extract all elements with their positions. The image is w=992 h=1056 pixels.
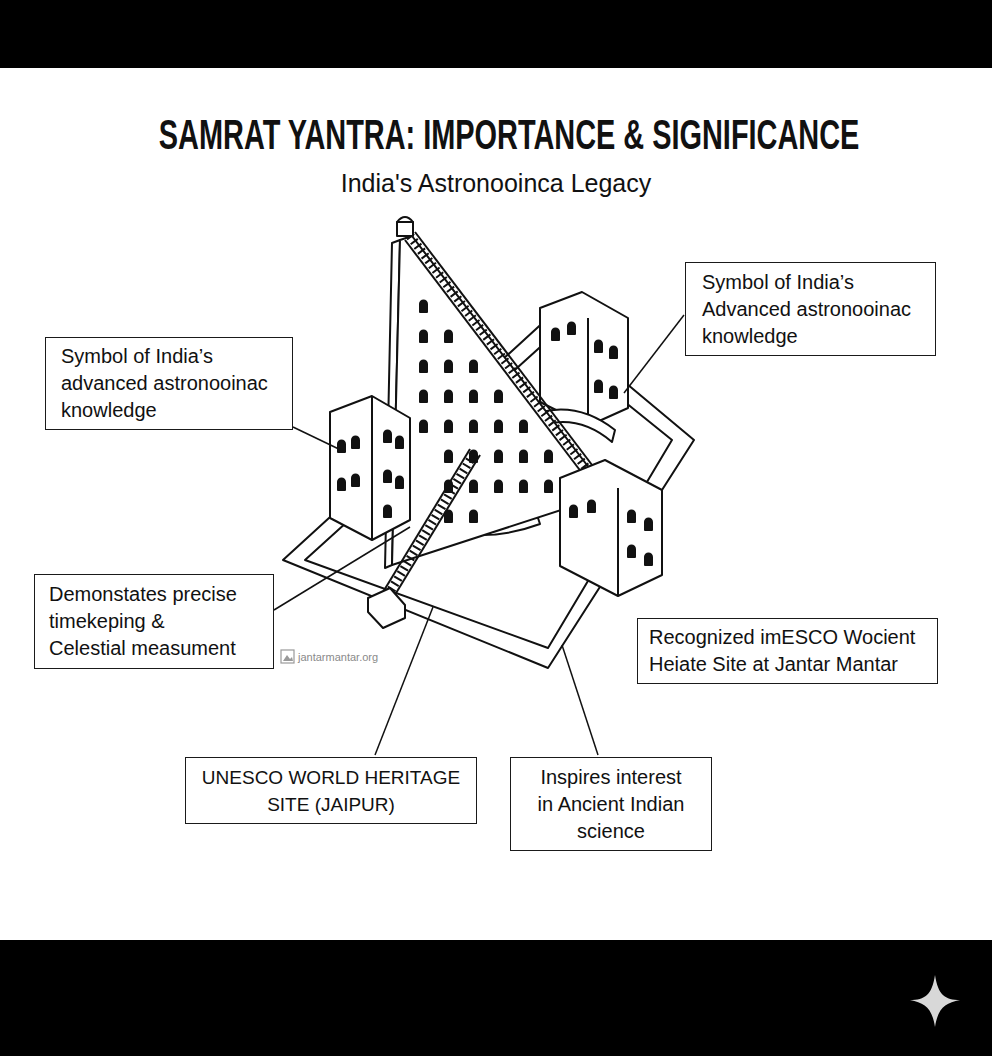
leader-line xyxy=(293,427,345,452)
leader-line xyxy=(562,645,598,755)
block-edge xyxy=(587,318,589,426)
arched-windows xyxy=(338,431,403,517)
title-row: SAMRAT YANTRA: IMPORTANCE & SIGNIFICANCE xyxy=(0,110,992,160)
arched-windows xyxy=(420,301,552,523)
staircase-edge xyxy=(380,449,470,597)
arched-windows xyxy=(552,323,617,399)
kiosk-dome xyxy=(397,217,413,222)
front-wall-block xyxy=(560,460,662,596)
sparkle-mark xyxy=(910,975,960,1027)
callout-text: Recognized imESCO Wocient Heiate Site at… xyxy=(649,624,927,678)
callout-box: Recognized imESCO Wocient Heiate Site at… xyxy=(637,618,938,684)
block-edge xyxy=(371,396,373,540)
leader-line xyxy=(274,527,410,610)
callout-box: Demonstates precise timekeping & Celesti… xyxy=(34,574,274,669)
rear-wall-block xyxy=(540,292,628,426)
staircase-edge xyxy=(405,240,598,494)
left-wall-block xyxy=(330,396,410,540)
callout-box: Inspires interest in Ancient Indian scie… xyxy=(510,757,712,851)
callout-box: Symbol of India’s Advanced astronooinac … xyxy=(685,262,936,356)
callout-text: Demonstates precise timekeping & Celesti… xyxy=(49,581,241,662)
leader-line xyxy=(624,315,684,393)
diagram-title: SAMRAT YANTRA: IMPORTANCE & SIGNIFICANCE xyxy=(159,110,859,160)
watermark-text: jantarmantar.org xyxy=(298,649,418,665)
subtitle: India's Astronooinca Legacy xyxy=(0,168,992,198)
staircase-steps xyxy=(385,452,475,600)
arched-windows xyxy=(570,501,652,566)
callout-text: UNESCO WORLD HERITAGE SITE (JAIPUR) xyxy=(196,764,466,818)
leader-line xyxy=(375,607,433,755)
staircase-steps xyxy=(410,236,603,490)
callout-box: Symbol of India’s advanced astronooinac … xyxy=(45,337,293,430)
stair-base xyxy=(368,588,405,628)
block-edge xyxy=(617,488,619,596)
callout-text: Symbol of India’s advanced astronooinac … xyxy=(61,343,278,424)
apex-kiosk xyxy=(397,222,413,236)
staircase-edge xyxy=(390,455,480,603)
callout-box: UNESCO WORLD HERITAGE SITE (JAIPUR) xyxy=(185,757,477,824)
staircase-edge xyxy=(415,232,608,486)
callout-text: Symbol of India’s Advanced astronooinac … xyxy=(702,269,921,350)
watermark-icon xyxy=(281,650,294,663)
watermark-icon xyxy=(283,655,293,661)
callout-text: Inspires interest in Ancient Indian scie… xyxy=(534,764,688,845)
